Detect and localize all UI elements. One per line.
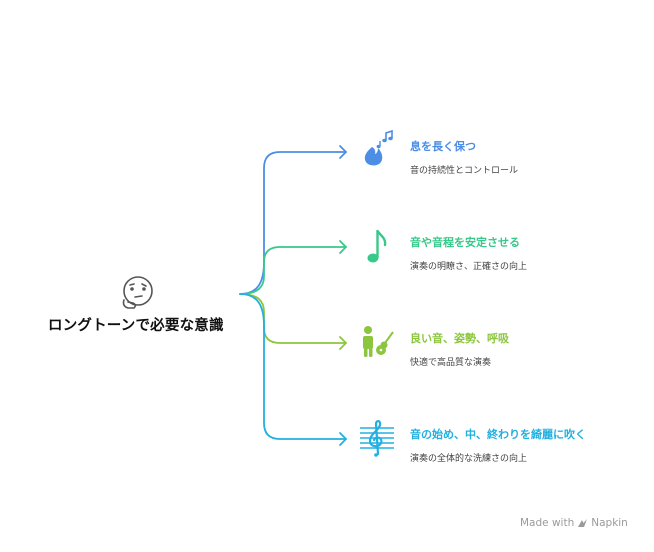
branch-2-description: 演奏の明瞭さ、正確さの向上 [410, 262, 528, 272]
branch-4-title: 音の始め、中、終わりを綺麗に吹く [410, 428, 586, 441]
connector-2 [239, 246, 347, 295]
thinking-face-icon [122, 276, 153, 309]
napkin-logo-icon [578, 518, 588, 527]
branch-3-description: 快適で高品質な演奏 [410, 358, 492, 368]
guitar-player-icon [363, 326, 394, 357]
branch-1-title: 息を長く保つ [410, 140, 476, 153]
branch-2-title: 音や音程を安定させる [410, 236, 520, 249]
connector-2-arrow [339, 240, 347, 254]
branch-4-description: 演奏の全体的な洗練さの向上 [410, 454, 528, 464]
branch-3-title: 良い音、姿勢、呼吸 [410, 332, 509, 345]
watermark-brand: Napkin [591, 517, 628, 529]
branch-connectors [239, 145, 347, 446]
treble-clef-staff-icon [360, 420, 394, 457]
made-with-napkin-watermark[interactable]: Made with Napkin [520, 517, 628, 529]
connector-4-arrow [339, 432, 347, 446]
branch-1-description: 音の持続性とコントロール [410, 166, 519, 176]
watermark-text: Made with [520, 517, 575, 529]
connector-3-arrow [339, 336, 347, 350]
root-topic-label: ロングトーンで必要な意識 [48, 318, 224, 334]
connector-1-arrow [339, 145, 347, 159]
connector-1 [239, 151, 347, 295]
connector-4 [239, 293, 347, 440]
music-note-icon [367, 229, 387, 263]
fire-music-notes-icon [364, 129, 393, 166]
